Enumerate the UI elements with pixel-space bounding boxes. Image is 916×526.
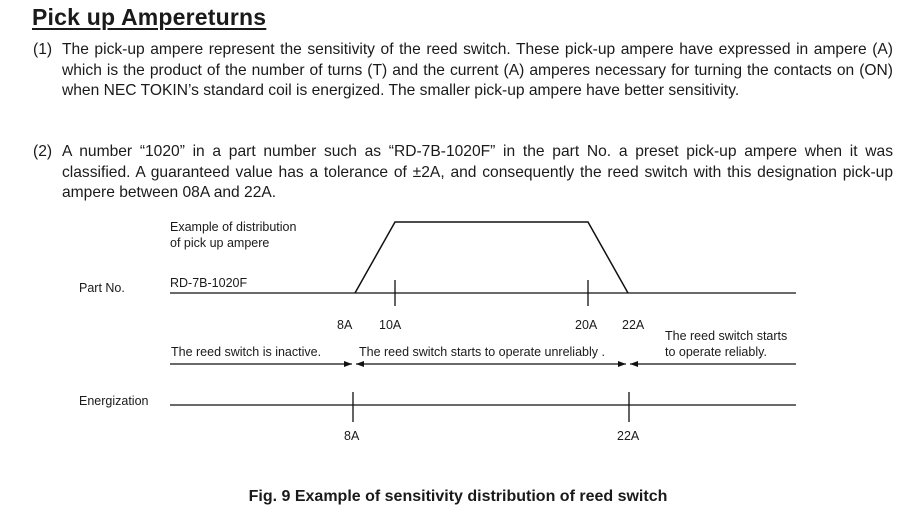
tick-label-10a: 10A	[379, 318, 402, 332]
zone-inactive-label: The reed switch is inactive.	[171, 345, 322, 359]
paragraph-2: (2) A number “1020” in a part number suc…	[33, 142, 893, 204]
energization-tick-label-22a: 22A	[617, 429, 640, 443]
distribution-label-line2: of pick up ampere	[170, 236, 270, 250]
energization-tick-label-8a: 8A	[344, 429, 360, 443]
tick-label-8a: 8A	[337, 318, 353, 332]
distribution-label-line1: Example of distribution	[170, 220, 297, 234]
paragraph-1-number: (1)	[33, 41, 53, 58]
part-no-value: RD-7B-1020F	[170, 276, 248, 290]
zone-unreliable-label: The reed switch starts to operate unreli…	[359, 345, 605, 359]
distribution-trapezoid	[354, 221, 629, 294]
paragraph-2-number: (2)	[33, 143, 53, 160]
section-title: Pick up Ampereturns	[32, 4, 267, 30]
energization-label: Energization	[79, 394, 149, 408]
tick-label-20a: 20A	[575, 318, 598, 332]
zone-reliable-label-line2: to operate reliably.	[665, 345, 767, 359]
zone-reliable-label-line1: The reed switch starts	[665, 329, 788, 343]
paragraph-2-text: A number “1020” in a part number such as…	[62, 143, 893, 201]
paragraph-1-text: The pick-up ampere represent the sensiti…	[62, 41, 893, 99]
paragraph-1: (1) The pick-up ampere represent the sen…	[33, 40, 893, 102]
part-no-label: Part No.	[79, 281, 125, 295]
tick-label-22a: 22A	[622, 318, 645, 332]
figure-caption: Fig. 9 Example of sensitivity distributi…	[248, 488, 668, 505]
